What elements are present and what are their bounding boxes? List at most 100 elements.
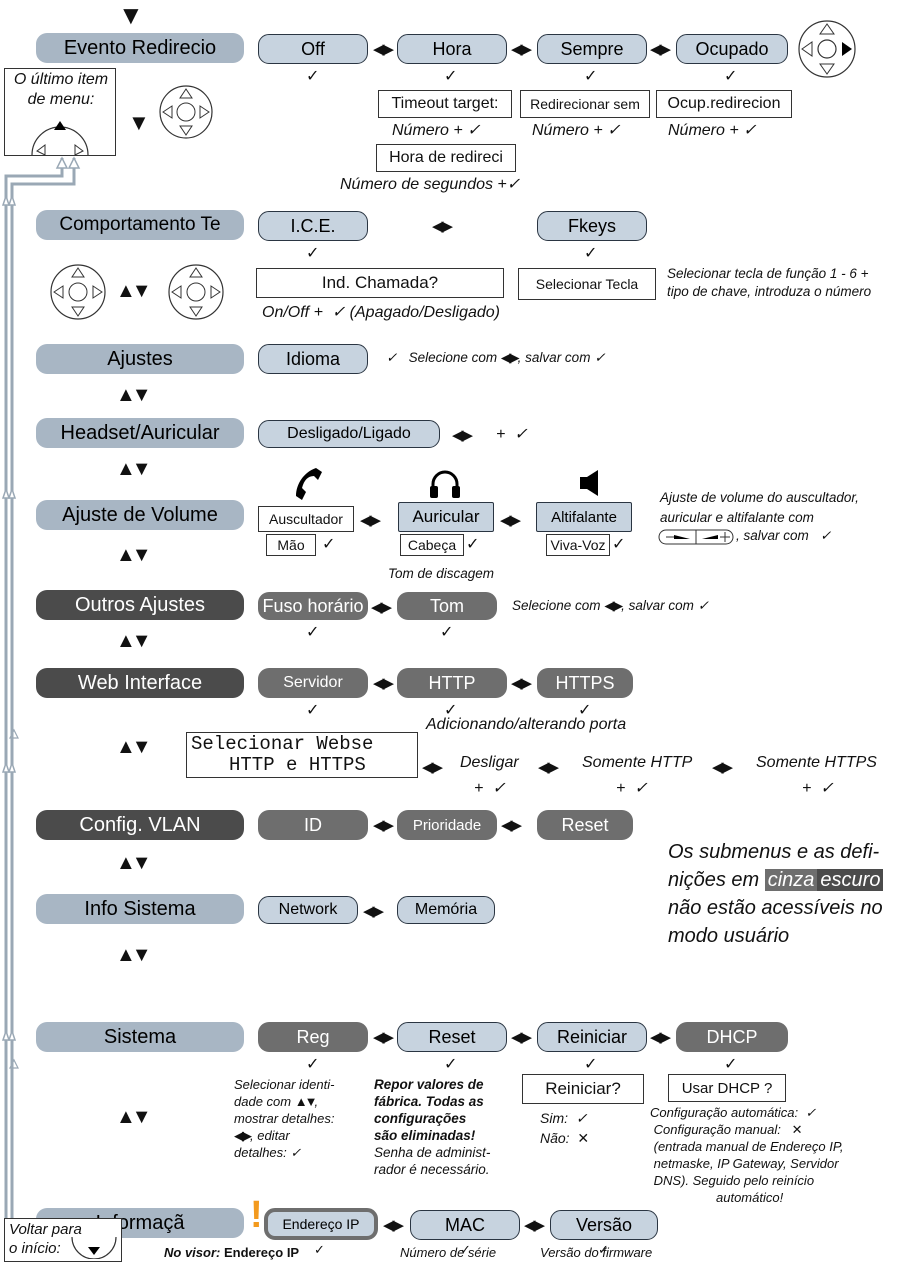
option-mac[interactable]: MAC	[410, 1210, 520, 1240]
menu-ajustes[interactable]: Ajustes	[36, 344, 244, 374]
fkeys-note: Selecionar tecla de função 1 - 6 +	[667, 266, 869, 281]
usar-dhcp-box: Usar DHCP ?	[668, 1074, 786, 1102]
option-id[interactable]: ID	[258, 810, 368, 840]
up-down-arrows: ▲▼	[116, 630, 152, 652]
option-fuso-horario[interactable]: Fuso horário	[258, 592, 368, 620]
navigation-key-icon	[71, 1237, 117, 1259]
menu-comportamento[interactable]: Comportamento Te	[36, 210, 244, 240]
option-versao[interactable]: Versão	[550, 1210, 658, 1240]
option-fkeys[interactable]: Fkeys	[537, 211, 647, 241]
check-icon: ✓	[598, 1242, 609, 1257]
menu-info-sistema[interactable]: Info Sistema	[36, 894, 244, 924]
check-icon: ✓	[306, 245, 320, 262]
tom-de-discagem-label: Tom de discagem	[388, 566, 495, 581]
check-icon: ✓	[306, 68, 320, 85]
navigation-key-icon	[796, 18, 858, 85]
option-reset-sistema[interactable]: Reset	[397, 1022, 507, 1052]
voltar-box: Voltar para o início:	[4, 1218, 122, 1262]
navigation-key-icon	[166, 262, 226, 327]
lr-arrows: ◀▶	[511, 675, 532, 692]
versao-do-firmware: Versão do firmware	[540, 1245, 653, 1260]
lr-arrows: ◀▶	[360, 512, 381, 529]
up-down-arrows: ▲▼	[116, 736, 152, 758]
menu-evento-redirecio[interactable]: Evento Redirecio	[36, 33, 244, 63]
menu-web-interface[interactable]: Web Interface	[36, 668, 244, 698]
option-servidor[interactable]: Servidor	[258, 668, 368, 698]
lr-arrows: ◀▶	[524, 1217, 545, 1234]
numero-de-serie: Número de série	[400, 1245, 497, 1260]
cabeca-box: Cabeça	[400, 534, 464, 556]
somente-http-option: Somente HTTP	[582, 754, 693, 771]
option-dhcp[interactable]: DHCP	[676, 1022, 788, 1052]
menu-config-vlan[interactable]: Config. VLAN	[36, 810, 244, 840]
option-http[interactable]: HTTP	[397, 668, 507, 698]
option-auricular[interactable]: Auricular	[398, 502, 494, 532]
up-down-arrows: ▲▼	[116, 544, 152, 566]
option-hora[interactable]: Hora	[397, 34, 507, 64]
navigation-key-icon	[158, 84, 214, 145]
top-arrow: ▼	[118, 0, 144, 30]
check-icon: ✓	[440, 624, 454, 641]
lr-arrows: ◀▶	[373, 675, 394, 692]
option-reset-vlan[interactable]: Reset	[537, 810, 633, 840]
menu-headset[interactable]: Headset/Auricular	[36, 418, 244, 448]
option-tom[interactable]: Tom	[397, 592, 497, 620]
check-icon: ✓	[724, 1056, 738, 1073]
nao-option: Não: ✕	[540, 1130, 590, 1146]
headphones-icon	[430, 470, 460, 498]
option-idioma[interactable]: Idioma	[258, 344, 368, 374]
reiniciar-question-box: Reiniciar?	[522, 1074, 644, 1104]
option-https[interactable]: HTTPS	[537, 668, 633, 698]
display-line-2: HTTP e HTTPS	[229, 754, 366, 776]
lr-arrows: ◀▶	[452, 427, 473, 444]
check-icon: ✓	[444, 1056, 458, 1073]
outros-note: Selecione com ◀▶, salvar com ✓	[512, 598, 709, 613]
volume-note: Ajuste de volume do auscultador,	[660, 490, 859, 505]
lr-arrows: ◀▶	[501, 817, 522, 834]
check-icon: ✓	[444, 68, 458, 85]
option-auscultador[interactable]: Auscultador	[258, 506, 354, 532]
lr-arrows: ◀▶	[511, 41, 532, 58]
mao-box: Mão	[266, 534, 316, 556]
lr-arrows: ◀▶	[373, 41, 394, 58]
speaker-icon	[580, 470, 598, 496]
lr-arrows: ◀▶	[373, 817, 394, 834]
sim-option: Sim: ✓	[540, 1110, 588, 1126]
lr-arrows: ◀▶	[363, 903, 384, 920]
up-down-arrows: ▲▼	[116, 1106, 152, 1128]
option-altifalante[interactable]: Altifalante	[536, 502, 632, 532]
navigation-key-icon	[48, 262, 108, 327]
option-ice[interactable]: I.C.E.	[258, 211, 368, 241]
option-ocupado[interactable]: Ocupado	[676, 34, 788, 64]
lr-arrows: ◀▶	[383, 1217, 404, 1234]
option-endereco-ip[interactable]: Endereço IP	[264, 1208, 378, 1240]
last-item-box: O último item de menu:	[4, 68, 116, 156]
option-memoria[interactable]: Memória	[397, 896, 495, 924]
check-icon: ✓	[584, 68, 598, 85]
menu-ajuste-de-volume[interactable]: Ajuste de Volume	[36, 500, 244, 530]
last-item-label: O último item de menu:	[13, 71, 109, 108]
porta-note: Adicionando/alterando porta	[426, 716, 627, 733]
check-icon: ✓	[612, 536, 626, 553]
menu-sistema[interactable]: Sistema	[36, 1022, 244, 1052]
hora-de-redireci-box: Hora de redireci	[376, 144, 516, 172]
lr-arrows: ◀▶	[422, 759, 443, 776]
menu-outros-ajustes[interactable]: Outros Ajustes	[36, 590, 244, 620]
volume-note: auricular e altifalante com	[660, 510, 814, 525]
option-off[interactable]: Off	[258, 34, 368, 64]
somente-https-option: Somente HTTPS	[756, 754, 877, 771]
option-network[interactable]: Network	[258, 896, 358, 924]
option-prioridade[interactable]: Prioridade	[397, 810, 497, 840]
up-down-arrows: ▲▼	[116, 852, 152, 874]
option-sempre[interactable]: Sempre	[537, 34, 647, 64]
option-desligado-ligado[interactable]: Desligado/Ligado	[258, 420, 440, 448]
option-reg[interactable]: Reg	[258, 1022, 368, 1052]
up-down-arrows: ▲▼	[116, 458, 152, 480]
lr-arrows: ◀▶	[500, 512, 521, 529]
check-icon: ✓	[306, 702, 320, 719]
no-visor-label: No visor: Endereço IP	[164, 1245, 300, 1260]
dhcp-note: Configuração automática: ✓ Configuração …	[650, 1105, 844, 1205]
option-reiniciar[interactable]: Reiniciar	[537, 1022, 647, 1052]
